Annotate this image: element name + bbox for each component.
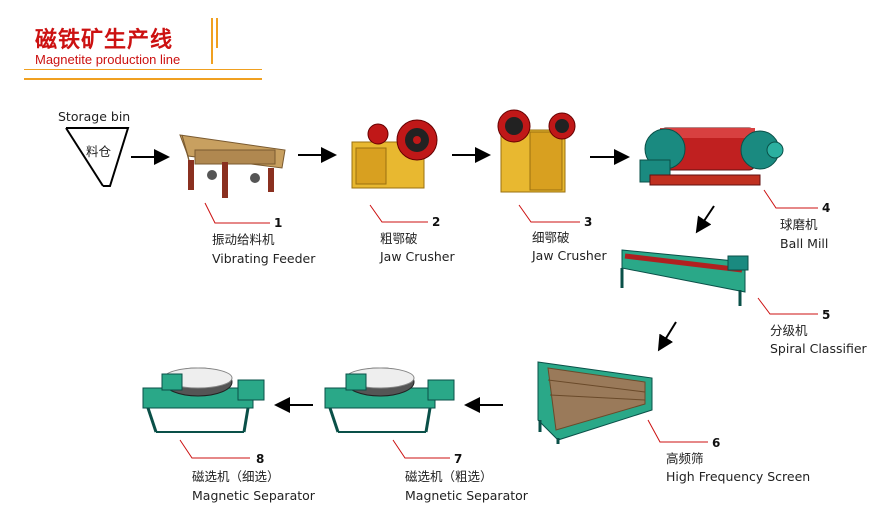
high-frequency-screen-image	[537, 361, 653, 444]
magnetic-separator-fine-image	[142, 367, 265, 433]
step-8-label-en: Magnetic Separator	[192, 488, 315, 503]
arrow-mill-to-classifier	[695, 205, 715, 234]
step-4-label-en: Ball Mill	[780, 236, 829, 251]
leader-3	[518, 204, 580, 223]
step-4-number: 4	[822, 201, 831, 215]
leader-5	[757, 297, 818, 315]
header-divider-vertical-2	[216, 18, 218, 48]
header-rule-bottom	[24, 78, 262, 80]
storage-bin-label: Storage bin	[58, 109, 131, 124]
storage-bin-text: 料仓	[86, 144, 112, 159]
vibrating-feeder-image	[179, 134, 286, 198]
page-title-cn: 磁铁矿生产线	[35, 28, 174, 53]
step-1-label-cn: 振动给料机	[212, 232, 275, 247]
step-3-label-en: Jaw Crusher	[532, 248, 607, 263]
step-7-label-cn: 磁选机（粗选）	[405, 469, 493, 484]
header-rule-top	[24, 69, 262, 70]
leader-4	[763, 189, 818, 209]
jaw-crusher-coarse-image	[351, 119, 438, 189]
step-6-label-cn: 高频筛	[666, 451, 704, 466]
leader-2	[369, 204, 428, 223]
step-8-number: 8	[256, 452, 265, 466]
step-1-label-en: Vibrating Feeder	[212, 251, 316, 266]
leader-1	[204, 202, 270, 224]
step-4-label-cn: 球磨机	[780, 217, 818, 232]
step-7-label-en: Magnetic Separator	[405, 488, 528, 503]
step-8-label-cn: 磁选机（细选）	[192, 469, 280, 484]
step-6-number: 6	[712, 436, 721, 450]
magnetic-separator-coarse-image	[324, 367, 455, 433]
step-7-number: 7	[454, 452, 463, 466]
step-5-number: 5	[822, 308, 831, 322]
step-2-label-cn: 粗鄂破	[380, 231, 418, 246]
page-title-en: Magnetite production line	[35, 52, 181, 67]
spiral-classifier-image	[620, 249, 749, 306]
header-divider-vertical	[211, 18, 213, 64]
arrow-classifier-to-screen	[657, 321, 677, 352]
step-5-label-cn: 分级机	[770, 323, 808, 338]
leader-7	[392, 439, 450, 459]
step-2-number: 2	[432, 215, 441, 229]
step-5-label-en: Spiral Classifier	[770, 341, 867, 356]
step-3-number: 3	[584, 215, 593, 229]
leader-6	[647, 419, 708, 443]
jaw-crusher-fine-image	[497, 109, 576, 193]
ball-mill-image	[639, 127, 784, 186]
step-3-label-cn: 细鄂破	[532, 230, 570, 245]
step-1-number: 1	[274, 216, 283, 230]
step-6-label-en: High Frequency Screen	[666, 469, 811, 484]
leader-8	[179, 439, 250, 459]
step-2-label-en: Jaw Crusher	[380, 249, 455, 264]
